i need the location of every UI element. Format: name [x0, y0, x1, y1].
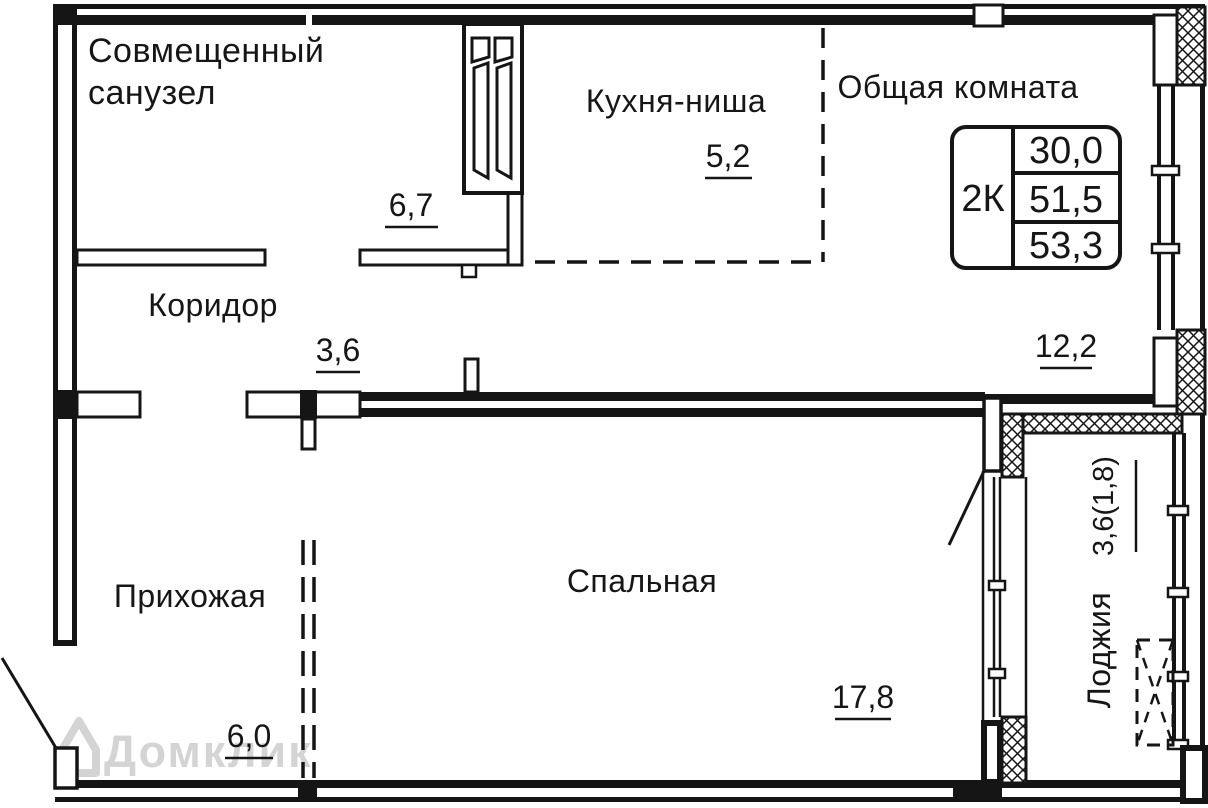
facade-pier-top-inner: [1152, 13, 1179, 87]
room-labels: Совмещенный санузел Коридор Кухня-ниша О…: [88, 32, 1117, 708]
wall-top-niche: [972, 3, 1005, 28]
wall-bottom-junction-right: [953, 780, 1002, 802]
loggia-insulation-band: [1000, 412, 1184, 435]
window-living-line: [1157, 84, 1161, 330]
info-table-border: [950, 125, 1122, 270]
entrance-door: [0, 657, 79, 790]
info-table: 2К 30,0 51,5 53,3: [950, 125, 1122, 270]
entrance-door-leaf: [0, 657, 58, 749]
wall-bottom-junction-left: [298, 780, 317, 802]
window-mullion-tick: [1150, 164, 1181, 177]
room-label-living: Общая комната: [837, 69, 1078, 105]
window-mullion-tick: [1166, 670, 1190, 683]
area-living: 12,2: [1035, 328, 1097, 364]
room-label-bedroom: Спальная: [567, 563, 717, 599]
loggia-unit-outline: [1135, 638, 1175, 747]
watermark: Домклик: [58, 717, 313, 777]
apartment-type: 2К: [961, 178, 1004, 220]
living-area-value: 30,0: [1029, 130, 1103, 172]
room-label-bathroom-line2: санузел: [88, 74, 216, 112]
partition-bottom-pier: [1000, 715, 1028, 785]
loggia-unit-diagonal: [1135, 639, 1175, 746]
facade-pier-top: [1175, 5, 1207, 87]
room-label-hall: Прихожая: [114, 578, 266, 614]
bedroom-loggia-partition: [981, 471, 1028, 785]
wall-kitchen-vertical: [506, 191, 524, 267]
vent-shaft-flap: [470, 36, 491, 65]
middle-wall-top-line: [360, 392, 985, 401]
facade-corner-block: [1180, 745, 1208, 804]
wall-left-outer-line: [53, 9, 58, 645]
loggia-unit-symbol: [1135, 638, 1175, 747]
living-bottom-band: [983, 394, 1155, 404]
wall-left-end-cap: [53, 640, 77, 646]
middle-wall-bottom-line: [360, 408, 985, 417]
room-label-corridor: Коридор: [148, 287, 278, 323]
window-living-line: [1171, 84, 1175, 330]
loggia-corner-pier: [1000, 412, 1025, 479]
window-mullion-tick: [987, 579, 1007, 592]
wall-left-mid-junction: [53, 390, 77, 419]
window-mullion-tick: [1166, 586, 1190, 599]
wall-bathroom-bottom: [75, 248, 267, 267]
wall-bottom-bottom-line: [55, 797, 1205, 802]
middle-wall-junction: [300, 390, 317, 419]
facade-pier-middle: [1175, 328, 1207, 416]
window-mullion-tick: [1150, 242, 1181, 255]
vent-shaft-duct: [495, 60, 513, 181]
middle-wall: [75, 357, 985, 451]
balcony-door-jamb: [982, 396, 1003, 473]
window-mullion-tick: [1166, 738, 1190, 751]
wall-post-kitchen-niche: [463, 357, 480, 394]
partition-bottom-post: [981, 720, 1003, 785]
interior-partitions: [75, 22, 524, 279]
wall-bottom-top-line: [55, 780, 1205, 788]
room-label-bathroom-line1: Совмещенный: [88, 32, 324, 70]
area-bedroom: 17,8: [832, 679, 894, 715]
area-hall: 6,0: [227, 718, 271, 754]
balcony-door-leaf: [947, 470, 986, 546]
wall-top-inner-line: [75, 15, 1205, 25]
watermark-brand-text: Домклик: [104, 726, 313, 777]
wall-top-joint: [306, 15, 312, 25]
area-kitchen: 5,2: [706, 138, 750, 174]
entrance-door-jamb: [53, 746, 79, 790]
middle-wall-segment-a: [75, 390, 142, 419]
wall-top-outer-line: [53, 4, 1205, 9]
window-mullion-tick: [1166, 504, 1190, 517]
zone-boundaries: [301, 28, 825, 778]
wall-left-inner-line: [72, 25, 77, 645]
loggia-unit-diagonal: [1135, 639, 1175, 746]
area-loggia: 3,6(1,8): [1088, 456, 1120, 556]
room-label-kitchen: Кухня-ниша: [586, 83, 766, 119]
wall-kitchen-counter: [358, 248, 524, 267]
wall-post-kitchen: [460, 263, 478, 279]
right-facade: [1150, 5, 1208, 804]
window-mullion-tick: [987, 667, 1007, 680]
wall-post-corridor: [300, 417, 317, 451]
area-corridor: 3,6: [316, 332, 360, 368]
area-value: 51,5: [1029, 179, 1103, 221]
area-labels: 6,7 3,6 5,2 12,2 6,0 17,8 3,6(1,8): [225, 138, 1138, 760]
area-bathroom: 6,7: [389, 187, 433, 223]
facade-pier-middle-inner: [1152, 336, 1179, 408]
wall-left-top-cap: [53, 9, 77, 25]
total-area-value: 53,3: [1029, 225, 1103, 267]
vent-shaft-duct: [472, 60, 490, 181]
room-label-loggia: Лоджия: [1081, 592, 1117, 708]
loggia-top-wall: [947, 394, 1184, 546]
vent-shaft-flap: [493, 36, 514, 65]
